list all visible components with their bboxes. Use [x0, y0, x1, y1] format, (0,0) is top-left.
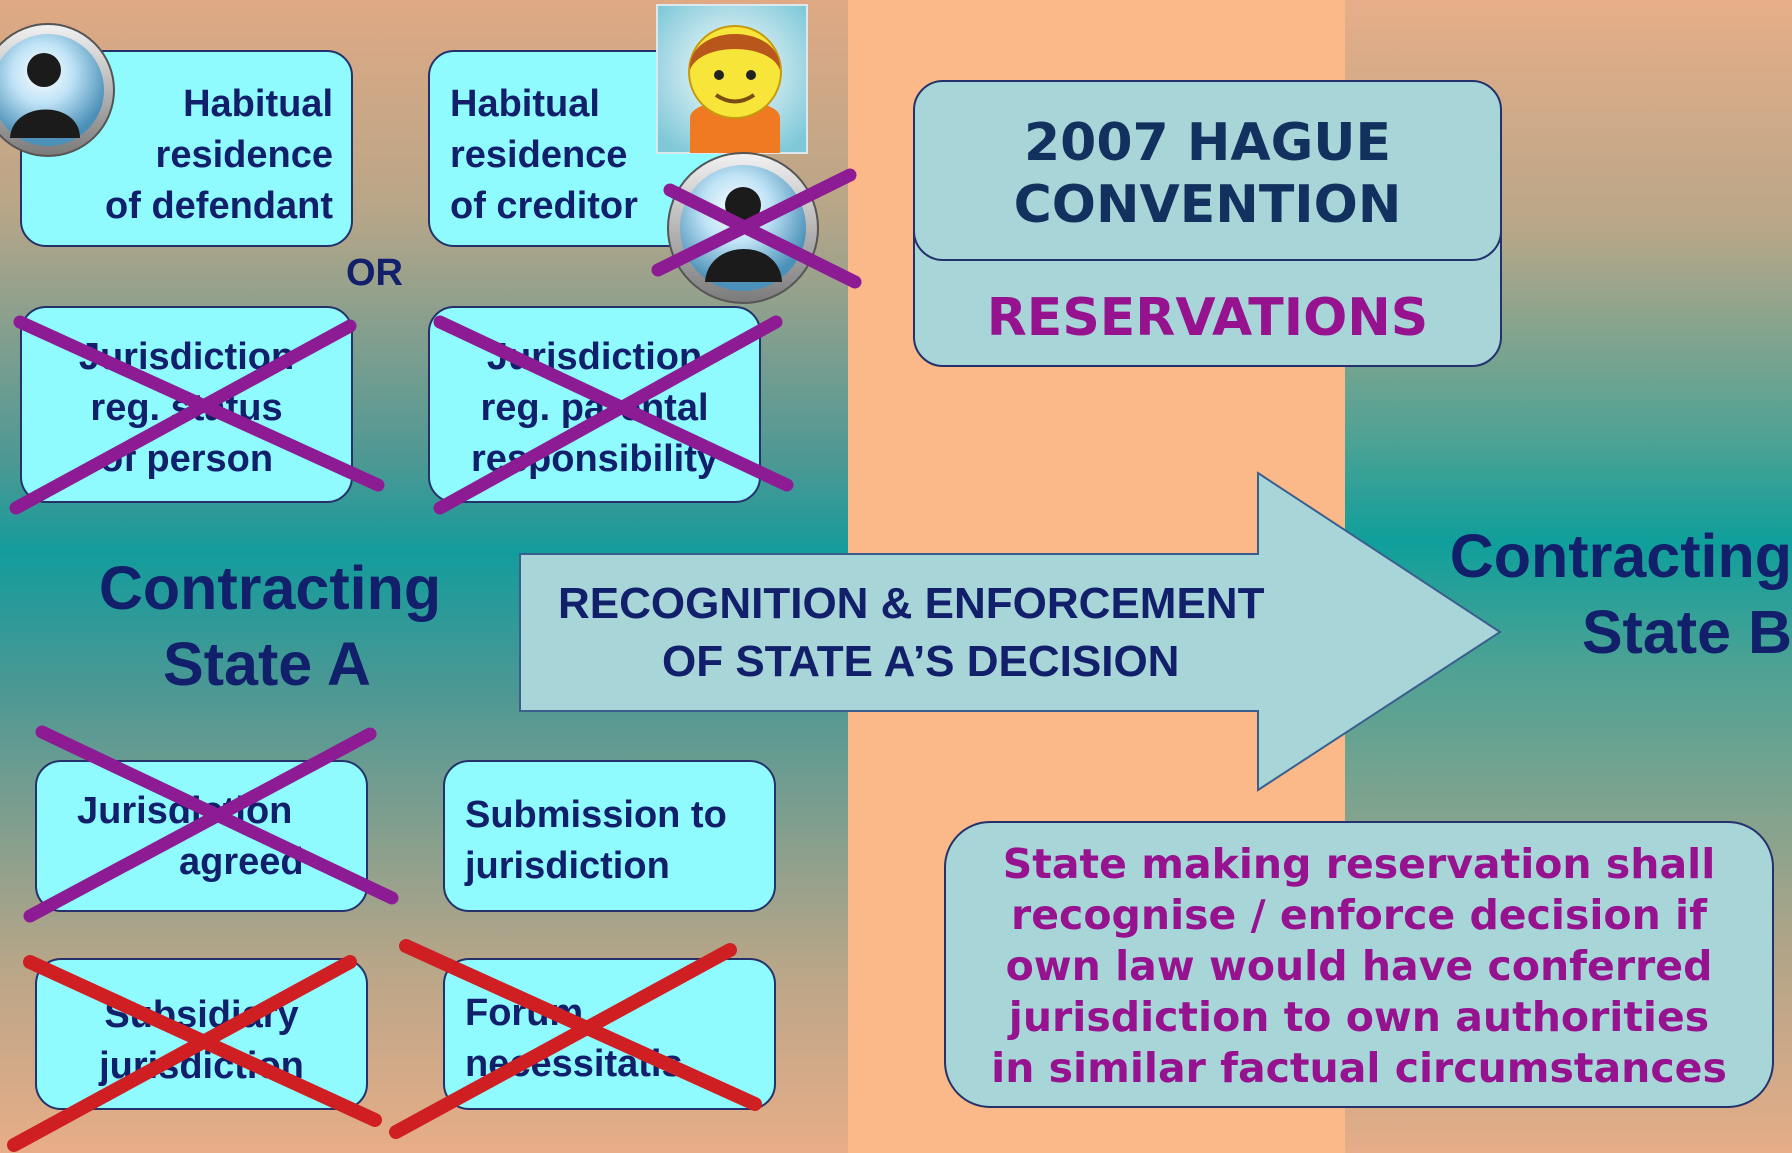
person-silhouette-icon [0, 23, 115, 157]
strike-cross [7, 955, 382, 1152]
hague-title-panel: 2007 HAGUE CONVENTION [915, 82, 1500, 261]
state-a-label: Contracting State A [70, 550, 470, 702]
box-line: Habitual [450, 83, 600, 125]
note-line: own law would have conferred [1005, 942, 1713, 990]
hague-title-line: 2007 HAGUE [1023, 113, 1392, 173]
state-a-line: Contracting [98, 554, 442, 622]
arrow-line: OF STATE A’S DECISION [662, 637, 1180, 686]
note-line: in similar factual circumstances [991, 1044, 1727, 1092]
strike-cross [23, 725, 399, 923]
arrow-line: RECOGNITION & ENFORCEMENT [558, 579, 1265, 628]
box-line: of defendant [105, 185, 333, 227]
hague-convention-box: 2007 HAGUE CONVENTION RESERVATIONS [913, 80, 1502, 367]
box-line: residence [450, 134, 628, 176]
child-face-icon [656, 4, 808, 154]
state-b-line: State B [1581, 598, 1792, 666]
submission-to-jurisdiction-box: Submission to jurisdiction [443, 760, 776, 912]
reservations-heading: RESERVATIONS [986, 288, 1429, 348]
hague-title-line: CONVENTION [1013, 175, 1402, 235]
state-a-line: State A [163, 630, 371, 698]
note-line: jurisdiction to own authorities [1008, 993, 1710, 1041]
box-line: Habitual [183, 83, 333, 125]
note-line: State making reservation shall [1002, 840, 1716, 888]
strike-cross [433, 315, 794, 515]
jurisdiction-agreed-box: Jurisdiction agreed [35, 760, 368, 912]
state-b-line: Contracting [1449, 522, 1792, 590]
or-label: OR [346, 252, 403, 294]
box-line: Submission to [465, 794, 727, 836]
note-line: recognise / enforce decision if [1011, 891, 1707, 939]
box-line: of creditor [450, 185, 638, 227]
box-line: residence [155, 134, 333, 176]
reservation-note-box: State making reservation shall recognise… [944, 821, 1774, 1108]
strike-cross [651, 168, 862, 289]
strike-cross [9, 315, 385, 515]
box-line: jurisdiction [465, 845, 670, 887]
state-b-label: Contracting State B [1432, 518, 1792, 670]
strike-cross [389, 939, 762, 1139]
